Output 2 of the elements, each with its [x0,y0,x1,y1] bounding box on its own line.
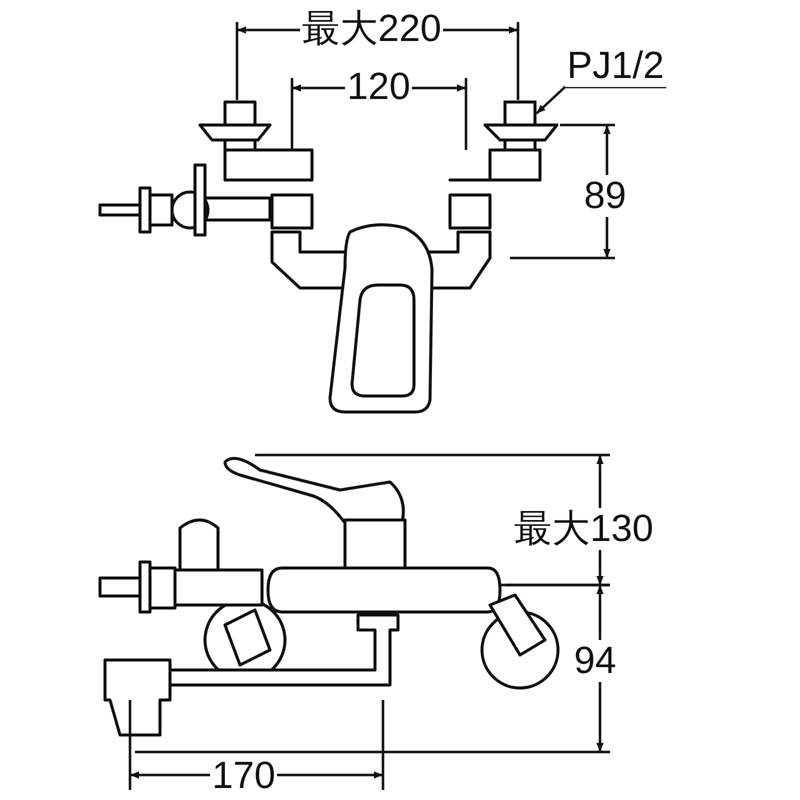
pipe-fitting [504,100,536,126]
leader-line [536,86,666,114]
